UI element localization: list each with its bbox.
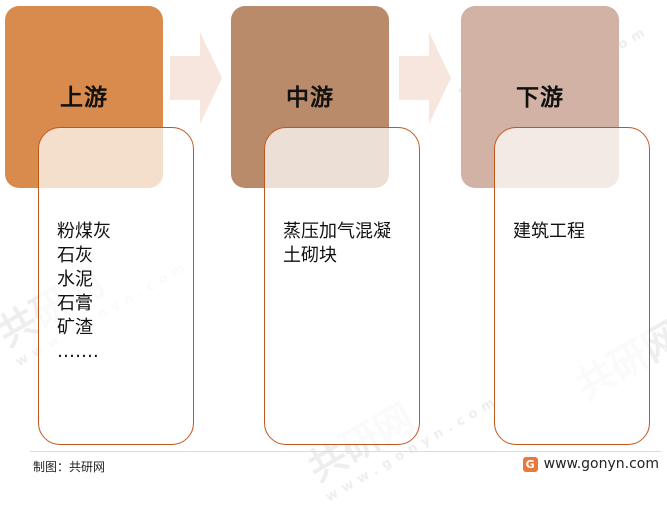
- item-list: 建筑工程: [513, 220, 641, 244]
- list-item: …….: [57, 341, 99, 362]
- site-url: www.gonyn.com: [543, 456, 659, 472]
- list-item: 粉煤灰: [57, 221, 111, 242]
- item-list: 粉煤灰 石灰 水泥 石膏 矿渣 …….: [57, 220, 185, 364]
- arrow-right-icon: [399, 32, 451, 124]
- list-item: 水泥: [57, 269, 93, 290]
- site-link[interactable]: G www.gonyn.com: [522, 456, 659, 472]
- list-item: 矿渣: [57, 317, 93, 338]
- list-item: 蒸压加气混凝: [283, 221, 391, 242]
- list-item: 建筑工程: [513, 221, 585, 242]
- stage-title-upstream: 上游: [60, 85, 108, 111]
- list-item: 土砌块: [283, 245, 337, 266]
- stage-title-downstream: 下游: [516, 85, 564, 111]
- stage-title-midstream: 中游: [286, 85, 334, 111]
- source-credit: 制图：共研网: [33, 460, 106, 474]
- item-list: 蒸压加气混凝 土砌块: [283, 220, 411, 268]
- stage-card-midstream: 蒸压加气混凝 土砌块: [264, 127, 420, 445]
- arrow-right-icon: [170, 32, 222, 124]
- list-item: 石灰: [57, 245, 93, 266]
- list-item: 石膏: [57, 293, 93, 314]
- stage-card-downstream: 建筑工程: [494, 127, 650, 445]
- stage-card-upstream: 粉煤灰 石灰 水泥 石膏 矿渣 …….: [38, 127, 194, 445]
- gonyn-logo-icon: G: [522, 456, 538, 472]
- footer-divider: [30, 451, 661, 452]
